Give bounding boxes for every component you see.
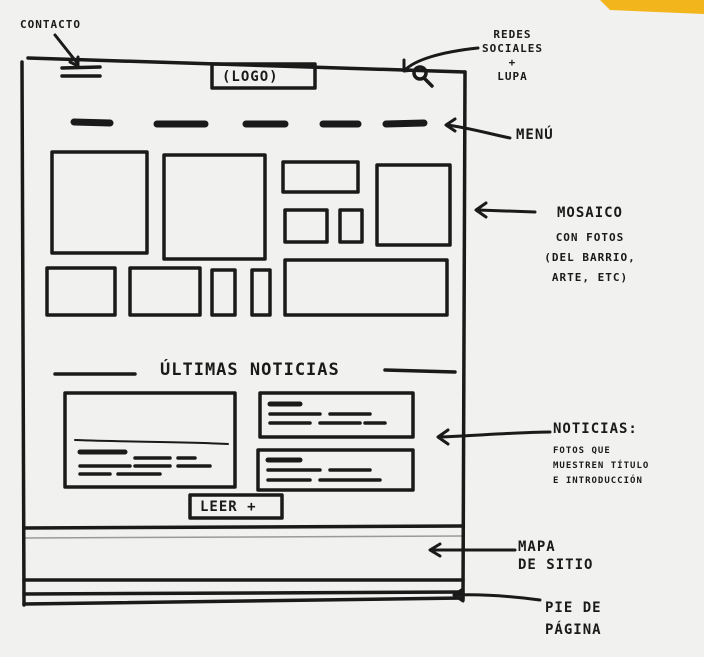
section-title-rules xyxy=(53,368,457,376)
yellow-paper-corner xyxy=(600,0,704,14)
mosaic-photo xyxy=(128,266,202,317)
annotation-mapa: MAPA DE SITIO xyxy=(518,538,593,574)
photo-mosaic xyxy=(45,150,452,317)
search-icon xyxy=(412,65,434,88)
sitemap-and-footer xyxy=(22,524,465,596)
annotation-pie: PIE DE PÁGINA xyxy=(545,597,602,641)
mosaic-photo xyxy=(210,268,237,317)
annotation-line: SOCIALES xyxy=(482,42,543,55)
annotation-line: ARTE, ETC) xyxy=(551,271,629,284)
annotation-menu: MENÚ xyxy=(516,127,554,143)
annotation-noticias: NOTICIAS: FOTOS QUE MUESTREN TÍTULO E IN… xyxy=(553,420,649,489)
menu-item xyxy=(382,119,428,128)
annotation-mosaico: MOSAICO CON FOTOS (DEL BARRIO, ARTE, ETC… xyxy=(515,204,665,288)
page-frame xyxy=(20,56,467,607)
annotation-line: REDES xyxy=(493,28,532,41)
annotation-redes: REDES SOCIALES + LUPA xyxy=(482,28,543,84)
annotation-line: LUPA xyxy=(497,70,528,83)
mosaic-photo xyxy=(45,266,117,317)
news-card-small xyxy=(258,391,415,439)
menu-items xyxy=(70,118,428,128)
annotation-line: MOSAICO xyxy=(556,205,623,221)
annotation-line: NOTICIAS: xyxy=(553,421,638,437)
mosaic-photo xyxy=(250,268,272,317)
annotation-line: + xyxy=(508,56,517,69)
annotation-line: DE SITIO xyxy=(518,557,594,573)
mosaic-photo xyxy=(281,160,360,194)
mosaic-photo xyxy=(283,258,449,317)
mosaic-photo xyxy=(162,153,267,261)
annotation-arrows xyxy=(53,33,552,603)
read-more-button[interactable]: LEER + xyxy=(200,499,257,515)
logo-label: (LOGO) xyxy=(222,69,279,85)
annotation-line: (DEL BARRIO, xyxy=(544,251,636,264)
mosaic-photo xyxy=(375,163,452,247)
mosaic-photo xyxy=(50,150,149,255)
mosaic-photo xyxy=(338,208,364,244)
hamburger-icon xyxy=(60,65,102,78)
annotation-line: PÁGINA xyxy=(545,622,602,638)
annotation-line: FOTOS QUE xyxy=(553,446,611,456)
annotation-line: E INTRODUCCIÓN xyxy=(553,476,643,486)
section-title: ÚLTIMAS NOTICIAS xyxy=(160,360,340,380)
annotation-line: MUESTREN TÍTULO xyxy=(553,461,650,471)
logo-box xyxy=(210,62,317,90)
news-card-small xyxy=(256,448,415,492)
news-card-large xyxy=(63,391,237,489)
mosaic-photo xyxy=(283,208,329,244)
read-more-button-outline xyxy=(188,493,284,520)
annotation-line: PIE DE xyxy=(545,600,602,616)
annotation-contacto: CONTACTO xyxy=(20,18,81,31)
menu-item xyxy=(70,118,114,127)
annotation-line: MAPA xyxy=(518,539,556,555)
annotation-line: CON FOTOS xyxy=(555,231,625,244)
